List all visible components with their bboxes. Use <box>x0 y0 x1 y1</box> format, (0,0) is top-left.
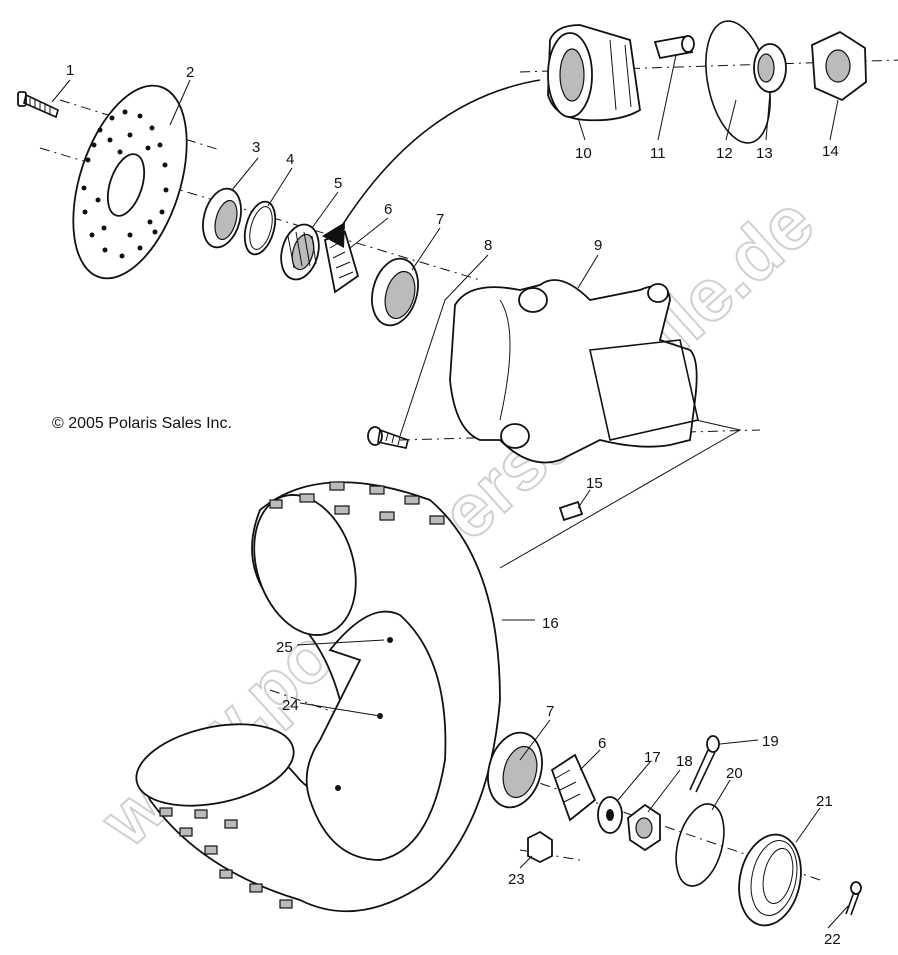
callout-16: 16 <box>542 615 559 632</box>
pin-icon <box>653 34 695 60</box>
callout-9: 9 <box>594 237 602 254</box>
callout-3: 3 <box>252 139 260 156</box>
seal-ring-icon <box>243 200 277 256</box>
callout-2: 2 <box>186 64 194 81</box>
callout-4: 4 <box>286 151 294 168</box>
callout-15: 15 <box>586 475 603 492</box>
callout-numbers: 1 2 3 4 5 6 7 8 9 10 11 12 13 14 15 16 2… <box>66 62 841 948</box>
callout-7: 7 <box>436 211 444 228</box>
assembly-arrow <box>337 79 541 233</box>
brake-disc-icon <box>72 84 188 280</box>
callout-25: 25 <box>276 639 293 656</box>
callout-8: 8 <box>484 237 492 254</box>
callout-13: 13 <box>756 145 773 162</box>
clutch-bearing-icon <box>280 223 320 281</box>
nut-icon <box>811 30 867 102</box>
tapered-bearing-icon <box>550 753 597 822</box>
callout-22: 22 <box>824 931 841 948</box>
callout-24: 24 <box>282 697 299 714</box>
callout-14: 14 <box>822 143 839 160</box>
callout-20: 20 <box>726 765 743 782</box>
callout-5: 5 <box>334 175 342 192</box>
bolt-icon <box>17 91 59 119</box>
bearing-race-icon <box>202 187 242 249</box>
stud-icon <box>558 500 584 522</box>
nut-icon <box>627 803 661 852</box>
callout-21: 21 <box>816 793 833 810</box>
callout-6: 6 <box>384 201 392 218</box>
hub-cap-icon <box>738 833 802 927</box>
callout-10: 10 <box>575 145 592 162</box>
wheel-hub-icon <box>449 279 699 464</box>
screw-icon <box>845 881 862 916</box>
callout-11: 11 <box>650 145 666 162</box>
bolt-icon <box>367 426 409 449</box>
cotter-pin-icon <box>689 735 720 793</box>
callout-23: 23 <box>508 871 525 888</box>
o-ring-icon <box>675 803 725 887</box>
callout-17: 17 <box>644 749 661 766</box>
washer-icon <box>753 43 787 93</box>
bearing-cup-icon <box>487 731 543 809</box>
bearing-cup-icon <box>371 257 419 327</box>
callout-6-lower: 6 <box>598 735 606 752</box>
callout-1: 1 <box>66 62 74 79</box>
callout-7-lower: 7 <box>546 703 554 720</box>
callout-19: 19 <box>762 733 779 750</box>
copyright-text: © 2005 Polaris Sales Inc. <box>52 415 232 432</box>
callout-18: 18 <box>676 753 693 770</box>
wheel-rim-icon <box>305 610 447 861</box>
clutch-assembly-icon <box>547 24 641 122</box>
washer-icon <box>597 796 623 834</box>
callout-12: 12 <box>716 145 733 162</box>
lug-nut-icon <box>527 830 553 864</box>
